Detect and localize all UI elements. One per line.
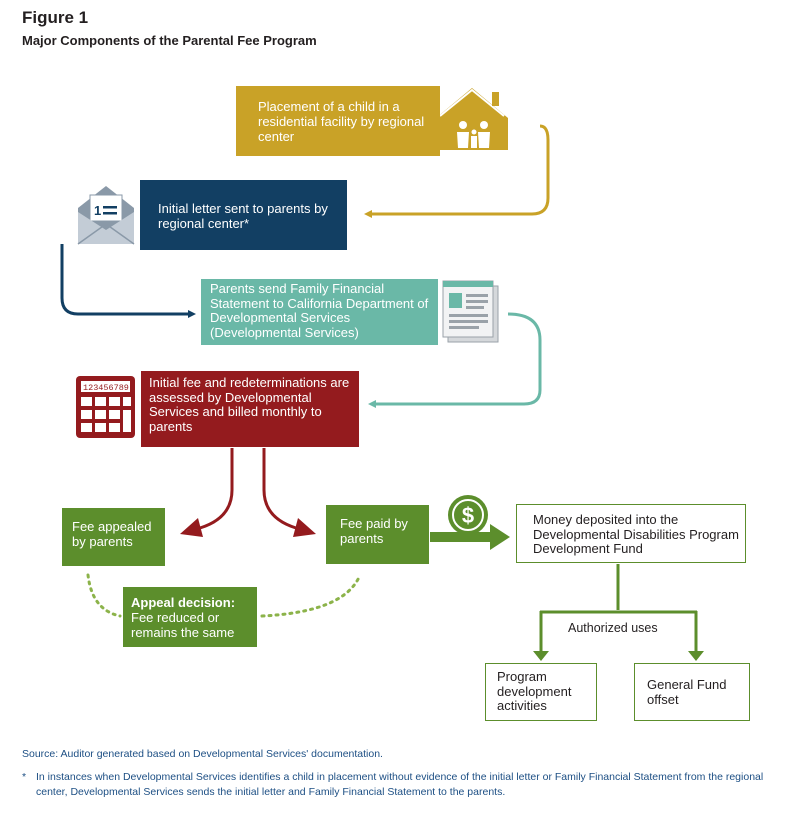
dollar-coin-icon: $	[448, 495, 488, 535]
use-program-development: Program development activities	[485, 663, 597, 721]
house-family-icon	[436, 88, 508, 150]
footnote-text: In instances when Developmental Services…	[36, 771, 764, 798]
footnote-mark: *	[22, 771, 27, 783]
connector-dotted-right	[260, 573, 362, 618]
arrowhead-red-left	[180, 518, 203, 537]
document-form-icon	[442, 280, 499, 343]
connector-green-fund	[430, 524, 510, 550]
step-initial-letter: Initial letter sent to parents by region…	[140, 180, 347, 250]
envelope-letter-icon: 1	[77, 186, 135, 245]
appeal-decision-text: Fee reduced or remains the same	[131, 610, 235, 640]
use-general-fund: General Fund offset	[634, 663, 750, 721]
authorized-uses-label: Authorized uses	[568, 621, 658, 635]
step-money-deposited: Money deposited into the Developmental D…	[516, 504, 746, 563]
arrowhead-general	[688, 651, 704, 661]
connector-teal	[368, 312, 542, 408]
connector-authorized-uses	[539, 564, 698, 652]
step-fee-appealed: Fee appealed by parents	[62, 508, 165, 566]
figure-label: Figure 1	[22, 8, 89, 27]
appeal-decision-title: Appeal decision:	[131, 595, 236, 610]
step-fee-paid: Fee paid by parents	[326, 505, 429, 564]
connector-gold	[364, 124, 550, 218]
arrowhead-program	[533, 651, 549, 661]
connector-dotted-left	[86, 573, 122, 618]
connector-red-right	[262, 448, 297, 530]
svg-text:$: $	[462, 503, 474, 528]
calculator-display: 123456789	[83, 383, 129, 393]
figure-title: Major Components of the Parental Fee Pro…	[22, 33, 317, 48]
step-placement: Placement of a child in a residential fa…	[236, 86, 440, 156]
connector-navy	[60, 244, 196, 318]
calculator-icon: 123456789	[76, 376, 135, 438]
step-financial-statement: Parents send Family Financial Statement …	[201, 279, 438, 345]
source-note: Source: Auditor generated based on Devel…	[22, 748, 383, 760]
svg-text:1: 1	[94, 203, 101, 218]
step-fee-assessed: Initial fee and redeterminations are ass…	[141, 371, 359, 447]
step-appeal-decision: Appeal decision: Fee reduced or remains …	[123, 587, 257, 647]
connector-red-left	[199, 448, 234, 530]
arrowhead-red-right	[293, 518, 316, 537]
footnote: * In instances when Developmental Servic…	[22, 770, 787, 800]
